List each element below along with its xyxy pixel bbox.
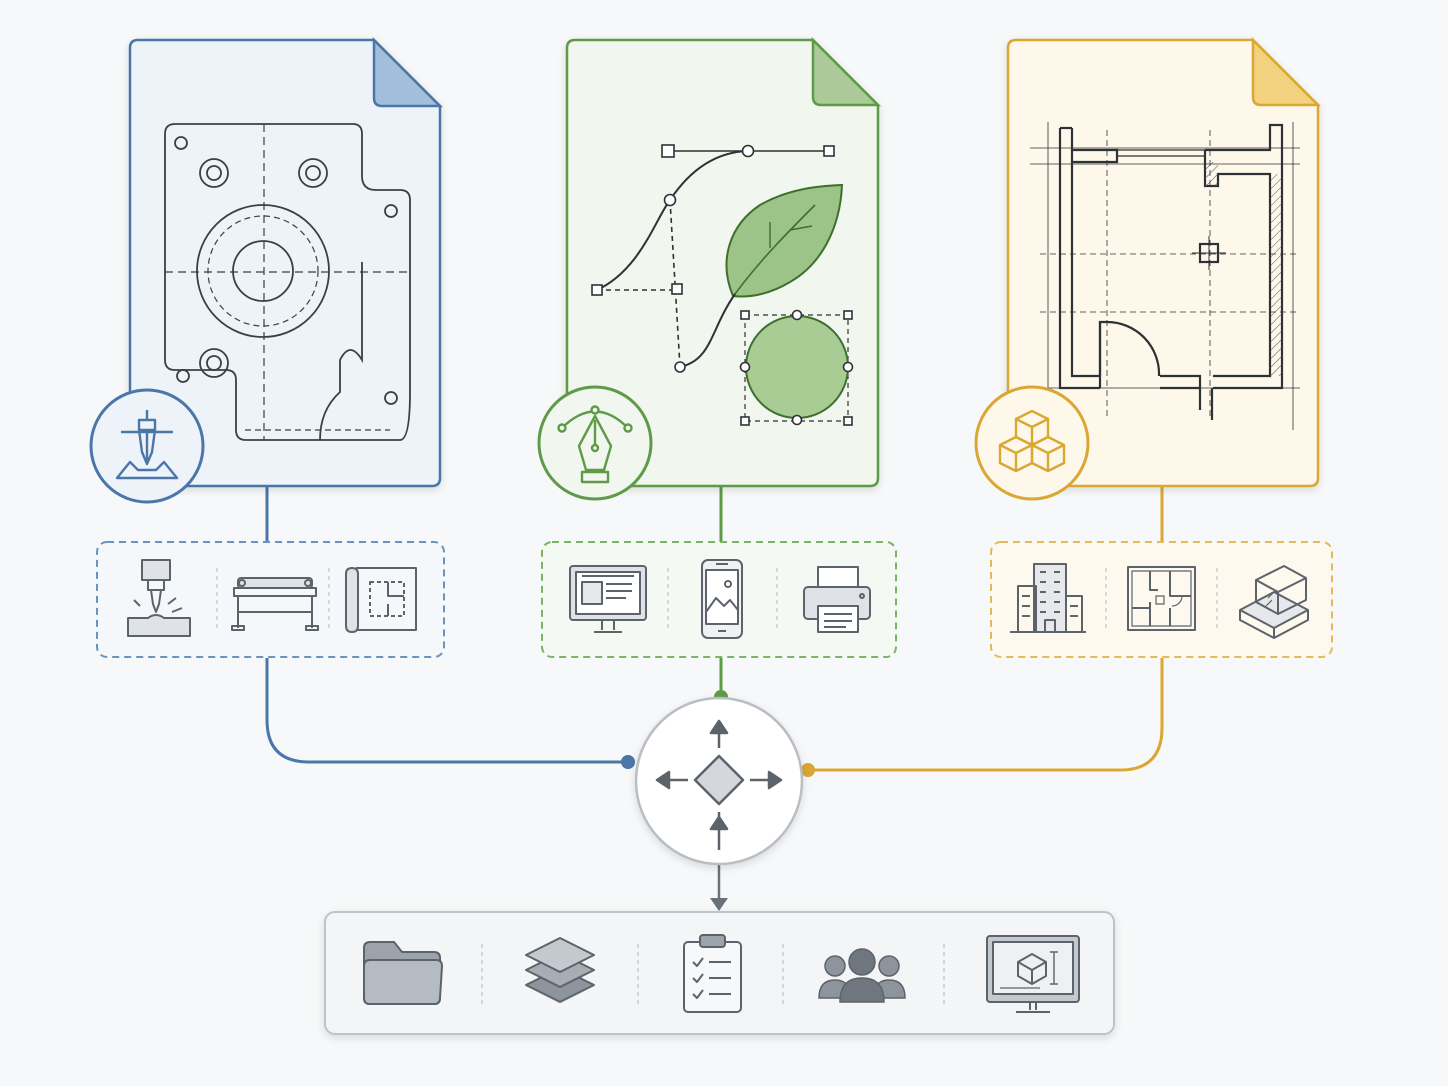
floor-plan-drawing-icon xyxy=(1030,122,1300,430)
mechanical-part-drawing-icon xyxy=(164,123,411,441)
cad-monitor-icon[interactable] xyxy=(986,935,1080,1013)
vector-bezier-leaf-icon xyxy=(591,144,854,426)
mechanical-output-panel xyxy=(96,541,445,658)
clipboard-checklist-icon[interactable] xyxy=(683,934,742,1013)
mechanical-hub-connector xyxy=(265,658,628,764)
printer-icon[interactable] xyxy=(803,566,871,633)
move-arrows-diamond-icon xyxy=(655,719,783,850)
central-hub[interactable] xyxy=(634,696,804,866)
graphic-document[interactable] xyxy=(537,36,882,501)
blueprint-scroll-icon[interactable] xyxy=(345,567,417,633)
cnc-milling-icon[interactable] xyxy=(127,559,191,637)
folder-icon[interactable] xyxy=(363,941,443,1005)
team-icon[interactable] xyxy=(818,948,906,1003)
graphic-output-panel xyxy=(541,541,897,658)
architectural-hub-connector xyxy=(808,658,1164,772)
cubes-icon xyxy=(998,409,1066,473)
hub-to-toolbar-arrowhead xyxy=(710,898,728,911)
buildings-icon[interactable] xyxy=(1010,563,1086,633)
3d-model-icon[interactable] xyxy=(1239,565,1309,639)
bottom-toolbar xyxy=(324,911,1115,1035)
mobile-image-icon[interactable] xyxy=(701,559,743,639)
layers-icon[interactable] xyxy=(525,937,595,1003)
mechanical-connector-dot xyxy=(621,755,635,769)
monitor-layout-icon[interactable] xyxy=(569,565,647,633)
architectural-document[interactable] xyxy=(974,36,1322,501)
architectural-output-panel xyxy=(990,541,1333,658)
mechanical-document[interactable] xyxy=(89,36,444,504)
cnc-spindle-icon xyxy=(115,410,179,480)
workbench-machine-icon[interactable] xyxy=(231,577,319,631)
floor-plan-icon[interactable] xyxy=(1127,566,1196,631)
architectural-connector-dot xyxy=(801,763,815,777)
connectors xyxy=(265,486,1164,911)
pen-tool-icon xyxy=(557,405,633,484)
